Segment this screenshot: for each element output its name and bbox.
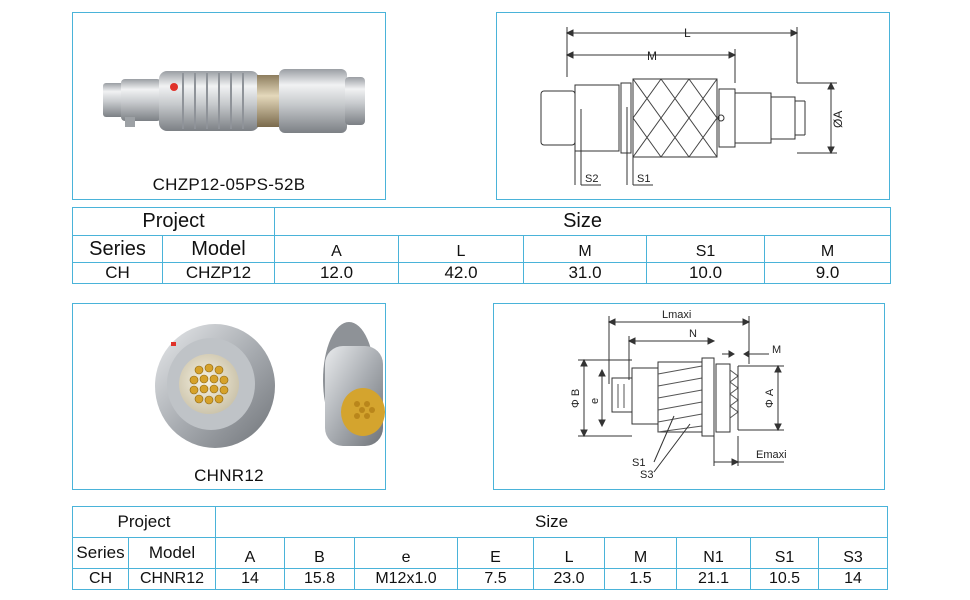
dim-header-S1: S1: [750, 537, 820, 569]
project-header: Project: [71, 506, 217, 538]
size-header: Size: [215, 506, 889, 538]
product-caption-2: CHNR12: [194, 466, 264, 485]
dim-header-L: L: [398, 235, 524, 263]
value-cell: 23.0: [533, 568, 606, 590]
dim-label-A: Φ A: [764, 388, 776, 408]
dimension-drawing-panel-2: Lmaxi N M Φ B e Φ A: [493, 303, 885, 490]
dim-header-S1: S1: [646, 235, 765, 263]
table-subheader-row: Series Model A L M S1 M: [72, 235, 892, 263]
dim-header-L: L: [533, 537, 606, 569]
dim-label-S1: S1: [632, 457, 645, 469]
dim-label-L: L: [684, 26, 691, 40]
value-cell: 14: [818, 568, 889, 590]
value-cell: 7.5: [457, 568, 535, 590]
plug-connector-photo: [103, 69, 365, 133]
value-cell: 14: [215, 568, 286, 590]
spec-table-1: Project Size Series Model A L M S1 M CH …: [72, 207, 892, 284]
product-photo-panel-1: CHZP12-05PS-52B: [72, 12, 386, 200]
dim-label-e: e: [589, 398, 601, 404]
model-cell: CHZP12: [162, 262, 275, 284]
value-cell: 21.1: [676, 568, 752, 590]
value-cell: 42.0: [398, 262, 524, 284]
size-header: Size: [273, 207, 892, 236]
table-header-row: Project Size: [72, 207, 892, 236]
dim-label-N: N: [689, 328, 697, 340]
value-cell: 15.8: [284, 568, 356, 590]
dim-header-M: M: [523, 235, 647, 263]
table-row: CH CHNR12 14 15.8 M12x1.0 7.5 23.0 1.5 2…: [72, 568, 889, 590]
product-caption-1: CHZP12-05PS-52B: [152, 175, 306, 194]
plug-dimension-drawing: L M ØA S2 S1: [540, 26, 845, 186]
dim-header-M: M: [604, 537, 678, 569]
value-cell: M12x1.0: [354, 568, 459, 590]
product-photo-panel-2: CHNR12: [72, 303, 386, 490]
table-row: CH CHZP12 12.0 42.0 31.0 10.0 9.0: [72, 262, 892, 284]
value-cell: 12.0: [274, 262, 399, 284]
value-cell: 1.5: [604, 568, 678, 590]
value-cell: 31.0: [523, 262, 647, 284]
series-header: Series: [72, 235, 163, 263]
receptacle-connector-photo: [155, 322, 385, 448]
series-cell: CH: [72, 262, 163, 284]
model-cell: CHNR12: [127, 568, 217, 590]
value-cell: 10.0: [646, 262, 765, 284]
receptacle-dimension-drawing: Lmaxi N M Φ B e Φ A: [570, 309, 787, 481]
dim-header-N1: N1: [676, 537, 752, 569]
dim-label-S1: S1: [637, 173, 650, 185]
model-header: Model: [127, 537, 217, 569]
table-header-row: Project Size: [71, 506, 889, 538]
dim-header-M2: M: [763, 235, 892, 263]
value-cell: 9.0: [763, 262, 892, 284]
dim-label-S3: S3: [640, 469, 653, 481]
dim-label-B: Φ B: [570, 389, 582, 408]
dim-header-E: E: [457, 537, 535, 569]
project-header: Project: [72, 207, 275, 236]
series-cell: CH: [72, 568, 129, 590]
model-header: Model: [162, 235, 275, 263]
dim-label-M: M: [772, 344, 781, 356]
dim-label-Emaxi: Emaxi: [756, 449, 787, 461]
dim-label-Lmaxi: Lmaxi: [662, 309, 691, 321]
spec-table-2: Project Size Series Model A B e E L M N1…: [71, 506, 889, 590]
dimension-drawing-panel-1: L M ØA S2 S1: [496, 12, 890, 200]
dim-header-e: e: [354, 537, 459, 569]
dim-header-A: A: [274, 235, 399, 263]
dim-label-M: M: [647, 49, 657, 63]
table-subheader-row: Series Model A B e E L M N1 S1 S3: [72, 537, 889, 569]
value-cell: 10.5: [750, 568, 820, 590]
series-header: Series: [72, 537, 129, 569]
dim-header-S3: S3: [818, 537, 889, 569]
dim-header-B: B: [284, 537, 356, 569]
dim-label-A: ØA: [831, 111, 845, 128]
dim-label-S2: S2: [585, 173, 598, 185]
dim-header-A: A: [215, 537, 286, 569]
